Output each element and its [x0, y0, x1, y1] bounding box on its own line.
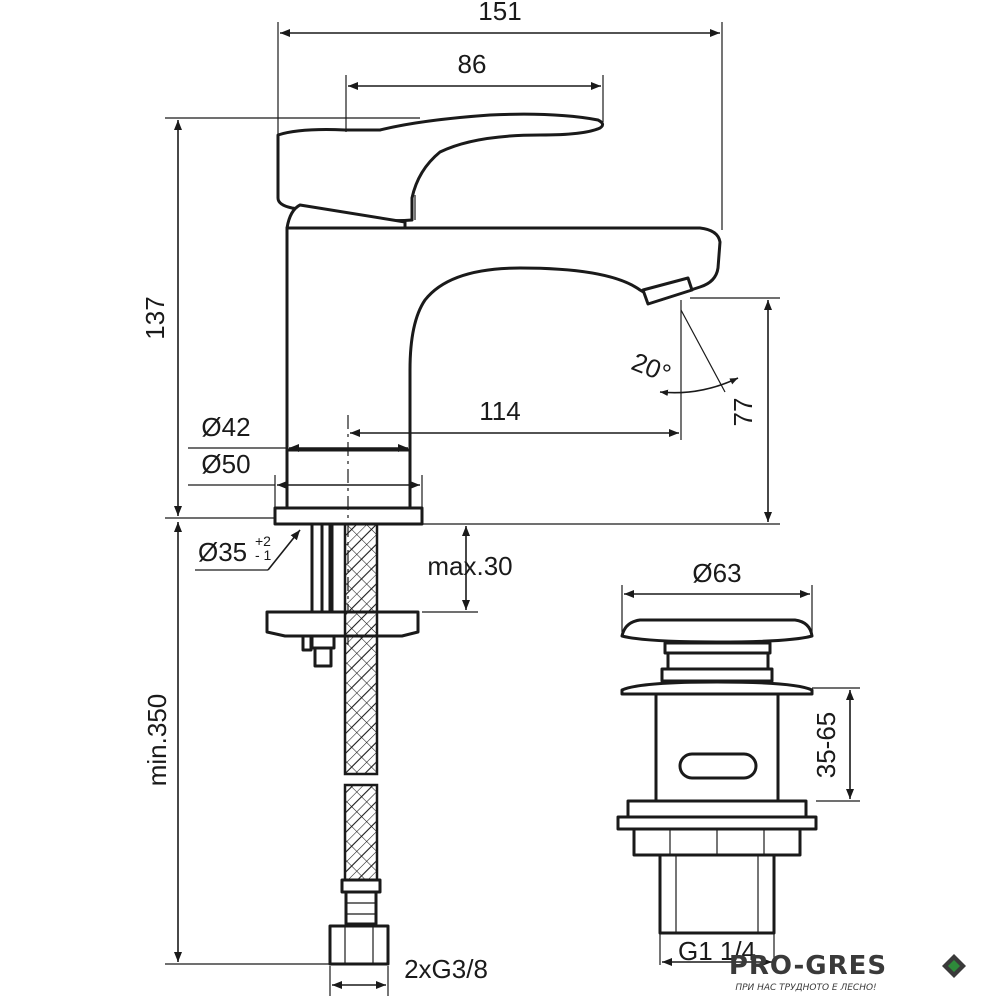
dim-connection: 2xG3/8 [404, 954, 488, 984]
dim-height: 137 [140, 296, 170, 339]
lever-handle [276, 112, 605, 223]
dim-hose-length: min.350 [142, 694, 172, 787]
dim-spout-height: 77 [728, 398, 758, 427]
dim-body-diameter: Ø42 [201, 412, 250, 442]
dim-overall-width: 151 [478, 0, 521, 26]
dim-hole-tol-plus: +2 [255, 533, 271, 549]
dimension-lines [165, 22, 780, 996]
dim-waste-range: 35-65 [811, 712, 841, 779]
aerator [641, 276, 694, 306]
dim-waste-diameter: Ø63 [692, 558, 741, 588]
dim-max-thickness: max.30 [427, 551, 512, 581]
mounting-assembly [265, 522, 420, 668]
watermark-logo: PRO-GRES ПРИ НАС ТРУДНОТО Е ЛЕСНО! [729, 951, 966, 993]
dim-waste-thread: G1 1/4 [678, 936, 756, 966]
cartridge-cap [285, 203, 407, 230]
faucet-body [273, 112, 722, 526]
dim-hole-diameter: Ø35 [198, 537, 247, 567]
waste-dimension-lines [621, 585, 860, 966]
watermark-tagline: ПРИ НАС ТРУДНОТО Е ЛЕСНО! [735, 983, 876, 993]
dim-hole-tol-minus: - 1 [255, 547, 272, 563]
watermark-brand: PRO-GRES [729, 951, 887, 981]
spout-body [285, 226, 722, 452]
waste-valve [616, 618, 818, 935]
watermark-diamond-icon [942, 954, 966, 978]
dim-base-diameter: Ø50 [201, 449, 250, 479]
dim-angle: 20° [628, 346, 676, 389]
dim-spout-lever: 86 [458, 49, 487, 79]
dim-reach: 114 [479, 396, 520, 426]
braided-hose [328, 522, 390, 966]
